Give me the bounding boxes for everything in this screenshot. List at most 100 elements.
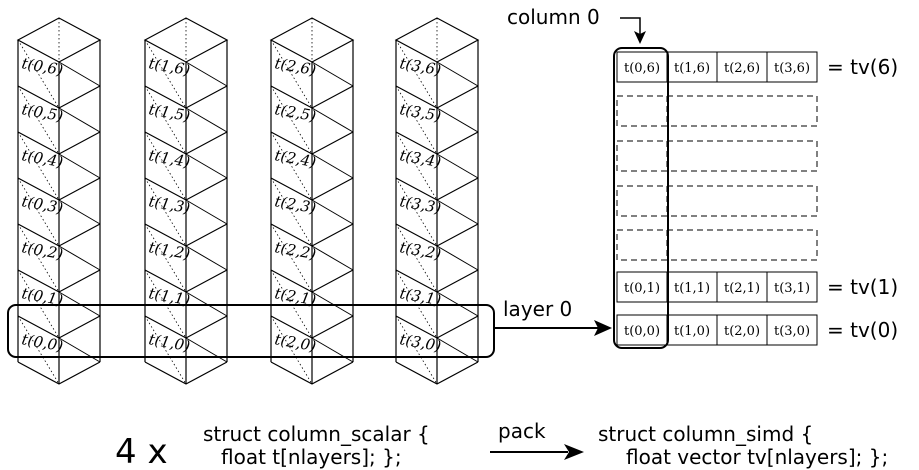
face-diagonal	[395, 223, 438, 293]
packed-cell	[766, 271, 818, 303]
face-diagonal	[436, 107, 479, 133]
face-diagonal	[144, 315, 187, 385]
face-diagonal	[311, 61, 354, 87]
face-diagonal	[436, 153, 479, 179]
segment-edge	[270, 361, 354, 385]
layer-0-label: layer 0	[503, 297, 572, 321]
row-equation: = tv(6)	[827, 55, 898, 79]
scalar-struct-line2: float t[nlayers]; };	[221, 445, 402, 469]
face-diagonal	[185, 153, 228, 179]
face-diagonal	[395, 39, 438, 109]
face-diagonal	[395, 177, 438, 247]
face-diagonal	[17, 39, 60, 109]
packed-row: t(0,0) t(1,0) t(2,0) t(3,0) = tv(0)	[616, 314, 898, 346]
face-diagonal	[58, 107, 101, 133]
segment-edge	[395, 361, 479, 385]
face-diagonal	[17, 223, 60, 293]
packed-cell-text: t(1,6)	[674, 61, 710, 76]
row-equation: = tv(0)	[827, 318, 898, 342]
face-diagonal	[270, 177, 313, 247]
face-diagonal	[58, 245, 101, 271]
cell-label: t(0,4)	[20, 146, 64, 171]
face-diagonal	[17, 177, 60, 247]
packed-row-placeholder	[616, 185, 818, 217]
stack-column-1: t(1,6)t(1,5)t(1,4)t(1,3)t(1,2)t(1,1)t(1,…	[143, 17, 229, 385]
packed-row-placeholder	[616, 229, 818, 261]
layer-0-highlight	[7, 304, 495, 358]
packed-cell-text: t(2,1)	[724, 281, 760, 296]
cell-label: t(3,6)	[398, 54, 442, 79]
face-diagonal	[270, 131, 313, 201]
face-diagonal	[185, 337, 228, 363]
cell-label: t(3,4)	[398, 146, 442, 171]
face-diagonal	[270, 85, 313, 155]
cell-label: t(3,5)	[398, 100, 442, 125]
cell-label: t(2,5)	[273, 100, 317, 125]
face-diagonal	[58, 61, 101, 87]
cell-label: t(1,3)	[147, 192, 191, 217]
packed-row: t(0,1)t(1,1)t(2,1)t(3,1)= tv(1)	[616, 271, 898, 303]
column-stacks: t(0,6)t(0,5)t(0,4)t(0,3)t(0,2)t(0,1)t(0,…	[16, 17, 480, 385]
pack-label: pack	[498, 419, 546, 443]
face-diagonal	[185, 245, 228, 271]
packed-cell-text: t(0,1)	[624, 281, 660, 296]
packed-row: t(0,6) t(1,6) t(2,6) t(3,6) = tv(6)	[616, 51, 898, 83]
face-diagonal	[395, 315, 438, 385]
cell-label: t(1,0)	[147, 330, 191, 355]
pack-arrow	[490, 444, 584, 460]
cell-label: t(1,6)	[147, 54, 191, 79]
stack-column-3: t(3,6)t(3,5)t(3,4)t(3,3)t(3,2)t(3,1)t(3,…	[394, 17, 480, 385]
face-diagonal	[436, 245, 479, 271]
face-diagonal	[144, 85, 187, 155]
face-diagonal	[311, 199, 354, 225]
packed-cell-text: t(0,0)	[624, 324, 660, 339]
packed-cell-text: t(1,0)	[674, 324, 710, 339]
cell-label: t(0,5)	[20, 100, 64, 125]
packed-cell-text: t(2,0)	[724, 324, 760, 339]
face-diagonal	[17, 85, 60, 155]
simd-struct-line1: struct column_simd {	[598, 422, 813, 446]
face-diagonal	[436, 199, 479, 225]
face-diagonal	[144, 223, 187, 293]
packed-cell-text: t(3,1)	[774, 281, 810, 296]
face-diagonal	[311, 245, 354, 271]
packed-cell-text: t(2,6)	[724, 61, 760, 76]
cell-label: t(3,2)	[398, 238, 442, 263]
cell-label: t(3,3)	[398, 192, 442, 217]
face-diagonal	[270, 269, 313, 339]
face-diagonal	[185, 199, 228, 225]
column-0-highlight	[613, 47, 669, 349]
packed-cell-text: t(3,0)	[774, 324, 810, 339]
face-diagonal	[58, 199, 101, 225]
cell-label: t(1,4)	[147, 146, 191, 171]
cell-label: t(0,6)	[20, 54, 64, 79]
face-diagonal	[144, 177, 187, 247]
cell-label: t(1,5)	[147, 100, 191, 125]
packed-cell-text: t(3,6)	[774, 61, 810, 76]
segment-edge	[17, 361, 101, 385]
cell-label: t(3,0)	[398, 330, 442, 355]
packed-cell	[766, 51, 818, 83]
stack-column-2: t(2,6)t(2,5)t(2,4)t(2,3)t(2,2)t(2,1)t(2,…	[269, 17, 355, 385]
face-diagonal	[144, 39, 187, 109]
cell-label: t(2,0)	[273, 330, 317, 355]
cell-label: t(1,2)	[147, 238, 191, 263]
stack-column-0: t(0,6)t(0,5)t(0,4)t(0,3)t(0,2)t(0,1)t(0,…	[16, 17, 102, 385]
face-diagonal	[58, 153, 101, 179]
face-diagonal	[395, 131, 438, 201]
packed-cell-text: t(0,6)	[624, 61, 660, 76]
packed-cell	[766, 314, 818, 346]
column-arrow	[620, 17, 646, 44]
face-diagonal	[185, 107, 228, 133]
packed-row-placeholder	[616, 95, 818, 127]
cell-label: t(2,4)	[273, 146, 317, 171]
face-diagonal	[270, 315, 313, 385]
face-diagonal	[395, 269, 438, 339]
layer-arrow	[494, 320, 612, 336]
face-diagonal	[311, 107, 354, 133]
face-diagonal	[185, 61, 228, 87]
face-diagonal	[270, 223, 313, 293]
face-diagonal	[436, 337, 479, 363]
row-equation: = tv(1)	[827, 275, 898, 299]
